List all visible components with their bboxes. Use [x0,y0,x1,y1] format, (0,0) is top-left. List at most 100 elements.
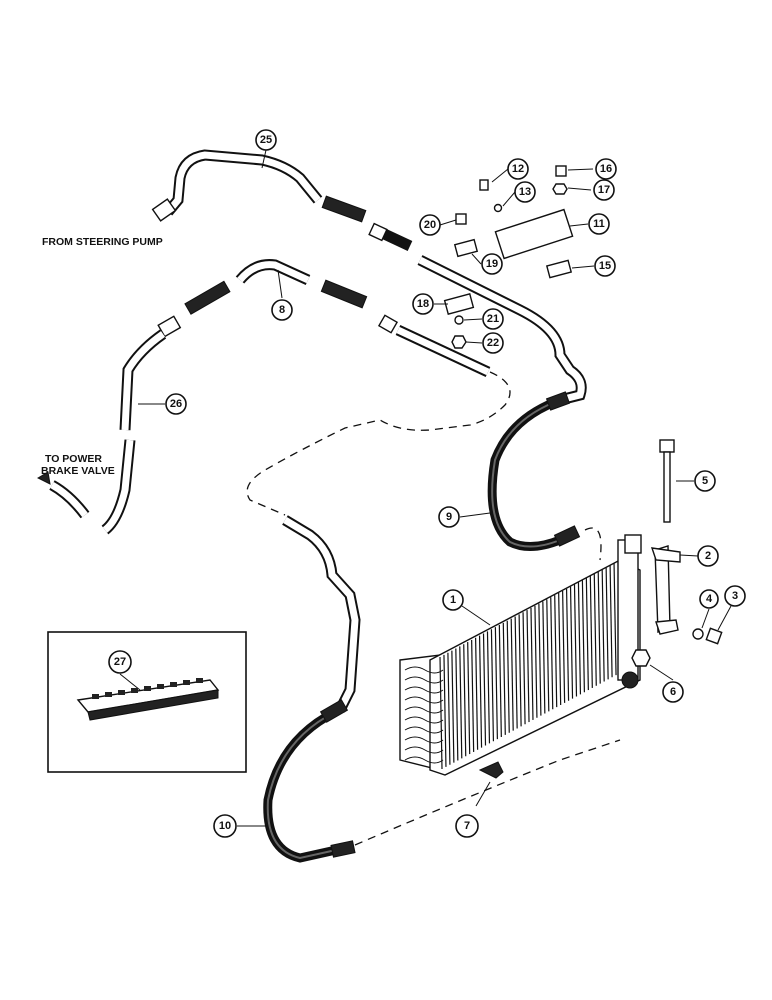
tube-26 [36,315,182,535]
cooler-fin [589,575,593,688]
cooler-end-coil [404,726,444,734]
cooler-fin [562,590,566,703]
callout-4: 4 [699,589,719,609]
cooler-end-coil [404,736,444,744]
callout-11: 11 [588,213,610,235]
cooler-fin [443,654,447,767]
svg-text:17: 17 [598,184,610,196]
part-27-slot [118,690,125,695]
part-27-slot [183,680,190,685]
svg-text:18: 18 [417,298,429,310]
hose-9 [487,391,581,551]
to-power-label: TO POWER [45,453,102,465]
cooler-end-coil [404,746,444,754]
cooler-fin [478,635,483,748]
callout-3: 3 [724,585,746,607]
svg-text:19: 19 [486,258,498,270]
hardware [443,165,723,779]
svg-text:25: 25 [260,134,272,146]
cooler-fin [585,578,589,691]
part-27-slot [144,686,151,691]
callout-9: 9 [438,506,460,528]
svg-text:21: 21 [487,313,499,325]
cooler-fin [447,652,451,765]
cooler-fin [577,582,582,695]
svg-text:26: 26 [170,398,182,410]
callout-19: 19 [481,253,503,275]
cooler-fin [490,629,495,742]
leader-lines [119,149,732,827]
svg-text:16: 16 [600,163,612,175]
cooler-fin [455,648,459,761]
cooler-fin [459,646,463,759]
callout-18: 18 [412,293,434,315]
callout-10: 10 [213,814,237,838]
svg-text:6: 6 [670,686,676,698]
cooler-fin [463,644,467,757]
part-27-slot [157,684,164,689]
cooler-fin [526,610,530,723]
cooler-fin [475,637,479,750]
callout-16: 16 [595,158,617,180]
cooler-fin [494,627,498,740]
callout-8: 8 [271,299,293,321]
tube-25 [151,149,587,406]
cooler-end-coil [404,686,444,694]
svg-text:1: 1 [450,594,456,606]
cooler-fin [601,569,605,682]
cooler-fin [597,571,601,684]
svg-text:11: 11 [593,218,605,230]
cooler-fin [605,567,609,680]
cooler-end-coil [404,676,444,684]
tube-lower [282,515,361,713]
callout-27: 27 [108,650,132,674]
callout-15: 15 [594,255,616,277]
cooler-fin [542,601,546,714]
svg-text:7: 7 [464,820,470,832]
inset-box [47,631,247,773]
svg-text:22: 22 [487,337,499,349]
callout-5: 5 [694,470,716,492]
part-27-slot [131,688,138,693]
cooler-fin [522,612,526,725]
cooler-fin [467,642,471,755]
bolt-5 [659,439,675,523]
cooler-fin [550,597,554,710]
cooler-fin [573,584,578,697]
callout-12: 12 [507,158,529,180]
callout-17: 17 [593,179,615,201]
cooler-fin [498,624,502,738]
svg-text:13: 13 [519,186,531,198]
svg-text:9: 9 [446,511,452,523]
part-27-slot [92,694,99,699]
svg-text:8: 8 [279,304,285,316]
callout-26: 26 [165,393,187,415]
svg-text:15: 15 [599,260,611,272]
hose-10 [263,699,356,863]
cooler-end-coil [404,666,444,674]
cooler-fins [404,560,621,770]
callout-21: 21 [482,308,504,330]
callout-25: 25 [255,129,277,151]
cooler-fin [593,573,597,686]
callout-13: 13 [514,181,536,203]
cooler-fin [486,631,491,744]
svg-text:4: 4 [706,593,713,605]
svg-text:27: 27 [114,656,126,668]
cooler-fin [510,618,514,731]
svg-text:12: 12 [512,163,524,175]
callout-20: 20 [419,214,441,236]
cooler-fin [518,614,522,727]
svg-text:5: 5 [702,475,708,487]
cooler-fin [514,616,518,729]
svg-text:3: 3 [732,590,738,602]
cooler-fin [451,650,455,763]
cooler-fin [554,595,558,708]
svg-text:2: 2 [705,550,711,562]
cooler-fin [609,565,613,678]
cooler-end-coil [404,716,444,724]
cooler-fin [546,599,550,712]
callout-2: 2 [697,545,719,567]
part-27-slot [170,682,177,687]
